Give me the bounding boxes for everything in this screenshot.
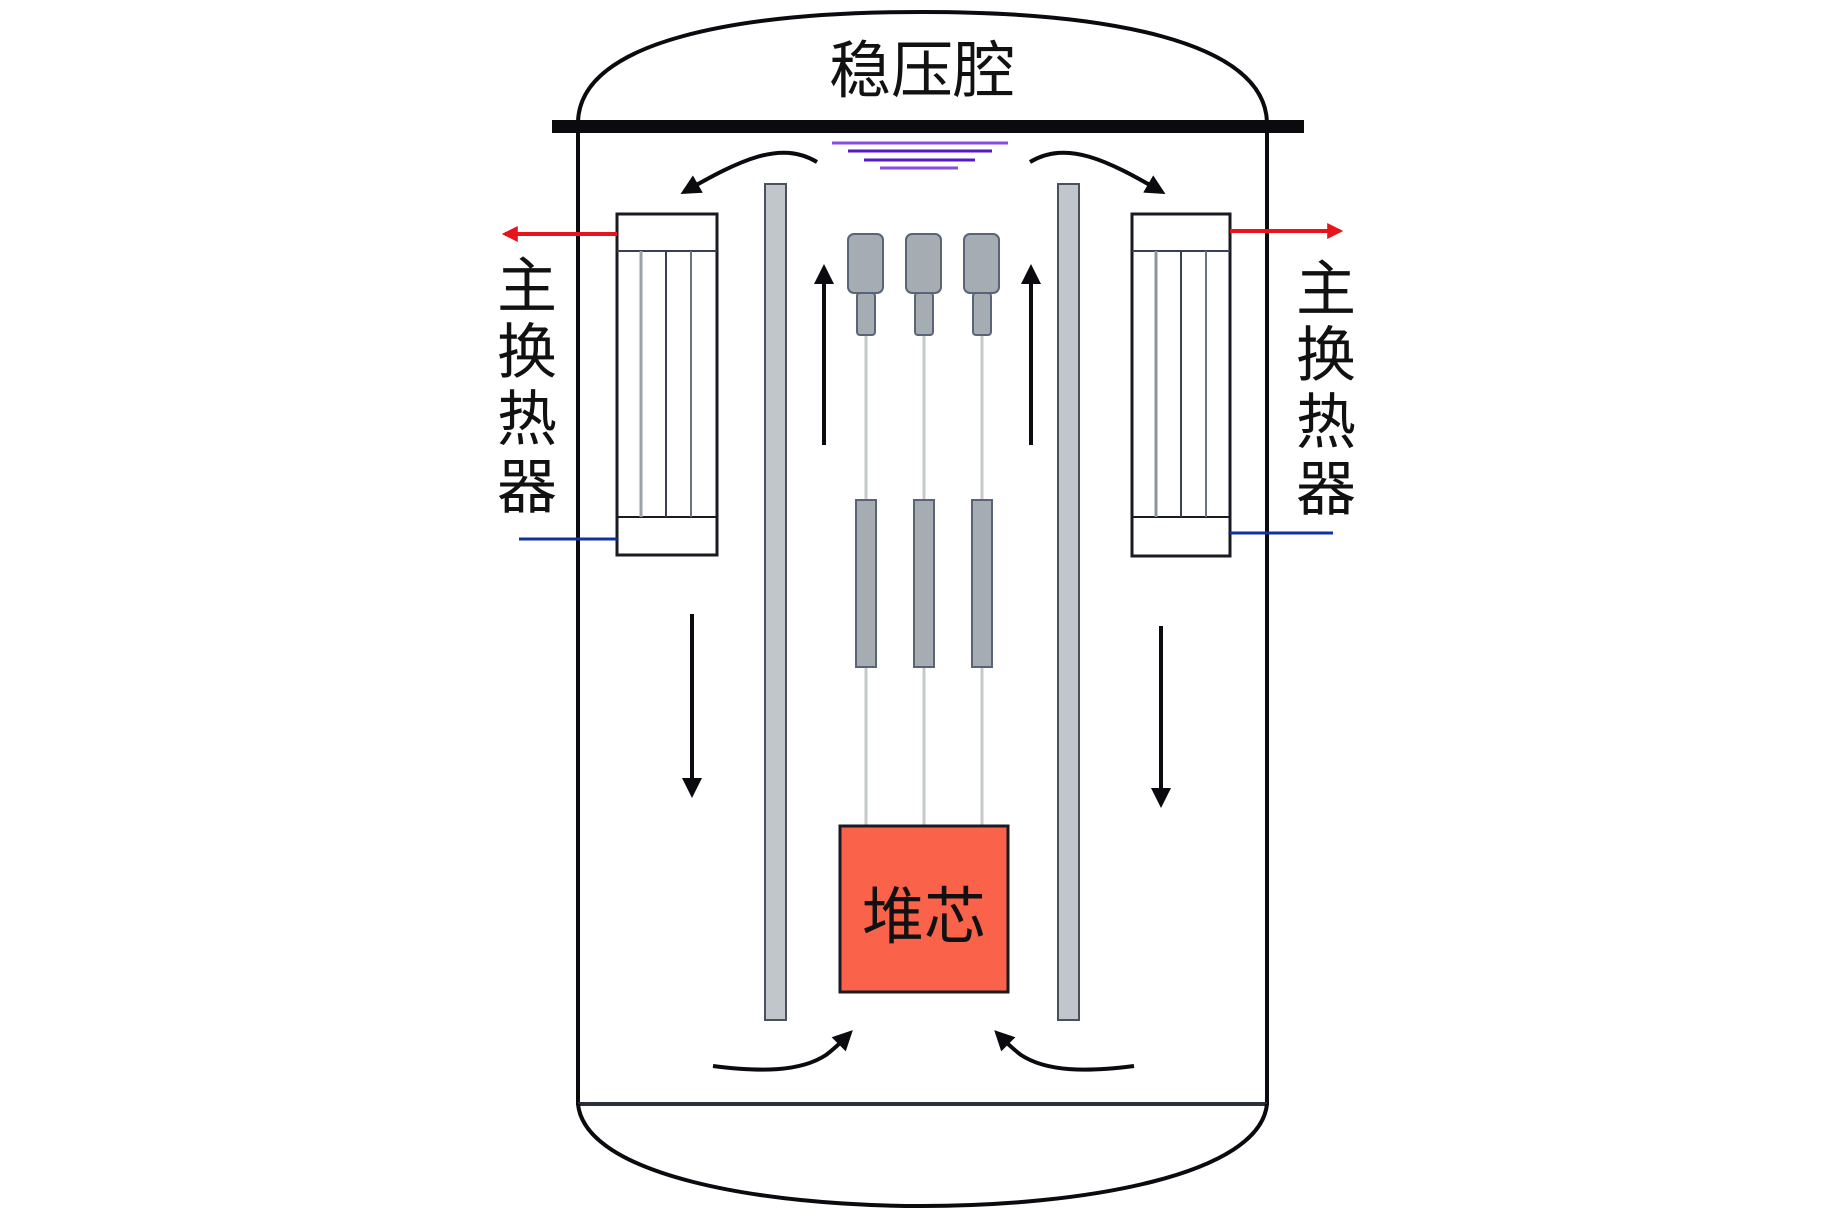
right-baffle (1057, 183, 1080, 1021)
vessel (552, 9, 1304, 1209)
drive-mechanism-head (963, 233, 1000, 294)
hx-left-char: 换 (497, 318, 557, 388)
top-dome (576, 9, 1269, 123)
pressurizer-label: 稳压腔 (829, 34, 1015, 107)
hx-right-char: 器 (1296, 455, 1356, 525)
hx-left-char: 热 (497, 385, 557, 455)
pressurizer-divider-plate (552, 120, 1304, 133)
drive-mechanism-neck (914, 292, 934, 336)
control-rod-assembly (905, 233, 942, 826)
flow-arrow-top-right (1028, 150, 1166, 195)
hx-right-char: 主 (1296, 255, 1356, 325)
flow-arrow-top-left (680, 150, 819, 194)
core-label: 堆芯 (862, 880, 986, 953)
flow-arrow-bottom-left (712, 1030, 853, 1072)
control-rod-assembly (963, 233, 1000, 826)
control-rod (913, 499, 935, 668)
pressurizer-level-lines (832, 141, 1008, 170)
drive-mechanism-neck (972, 292, 992, 336)
left-heat-exchanger (501, 212, 719, 557)
hx-left-char: 器 (497, 453, 557, 523)
drive-mechanism-neck (856, 292, 876, 336)
right-heat-exchanger (1130, 212, 1344, 558)
bottom-dome (576, 1103, 1269, 1209)
control-rod-assembly (847, 233, 884, 826)
flow-arrow-bottom-right (994, 1030, 1135, 1072)
drive-mechanism-head (905, 233, 942, 294)
hx-left-char: 主 (497, 252, 557, 322)
control-rod (971, 499, 993, 668)
left-baffle (764, 183, 787, 1021)
hx-right-char: 换 (1296, 321, 1356, 391)
drive-mechanism-head (847, 233, 884, 294)
reactor-core (838, 824, 1010, 994)
control-rod (855, 499, 877, 668)
hx-right-char: 热 (1296, 388, 1356, 458)
